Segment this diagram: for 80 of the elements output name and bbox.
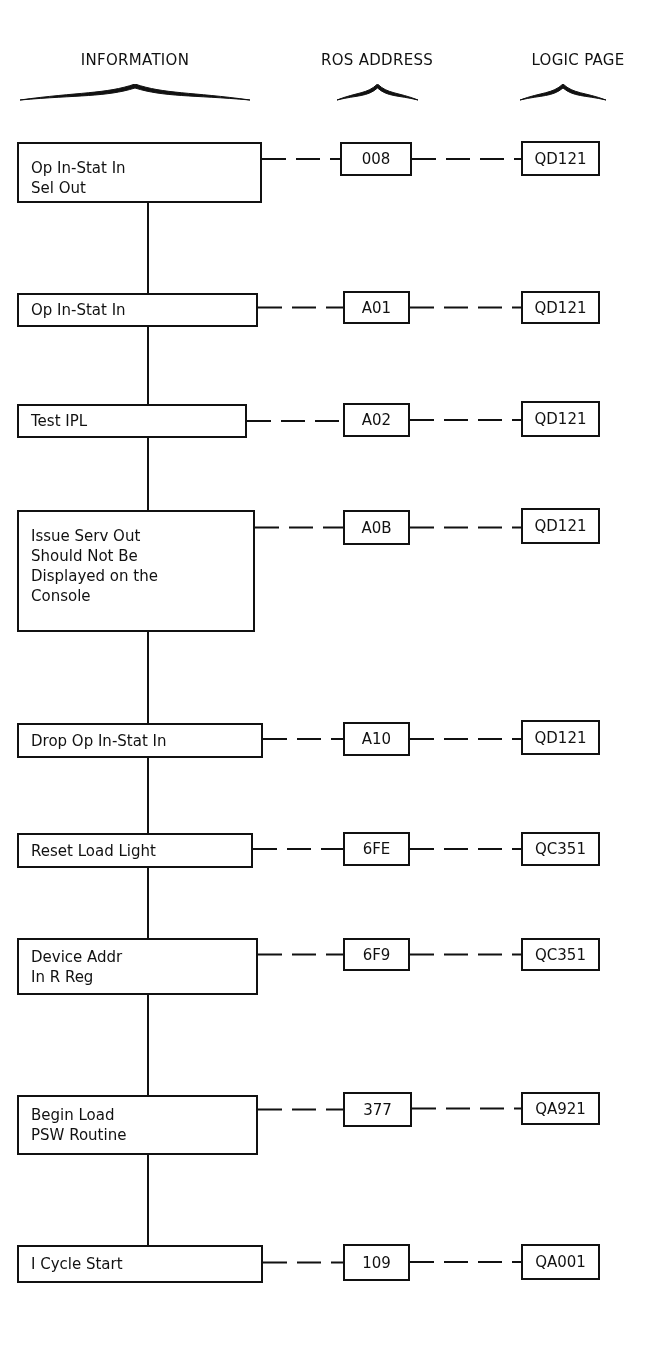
process-box [17, 833, 253, 868]
dashed-connector [409, 848, 522, 850]
box-text: I Cycle Start [31, 1254, 123, 1274]
dashed-connector [257, 1108, 344, 1111]
connector-line [147, 757, 149, 834]
dashed-connector [261, 158, 341, 160]
box-text: QD121 [534, 297, 587, 318]
box-text: 6FE [362, 839, 391, 859]
process-box [17, 510, 255, 632]
connector-line [147, 867, 149, 939]
page-box [521, 832, 600, 866]
box-text: A02 [361, 410, 392, 430]
dashed-connector [409, 1261, 522, 1263]
connector-line [147, 437, 149, 511]
process-box [17, 404, 247, 438]
box-text: QD121 [534, 516, 587, 536]
dashed-connector [252, 848, 344, 850]
box-text: 6F9 [362, 944, 391, 965]
box-text: Issue Serv Out Should Not Be Displayed on the Console [31, 526, 159, 606]
page-box [521, 938, 600, 971]
box-text: A10 [361, 729, 392, 749]
page-box [521, 508, 600, 544]
box-text: A01 [361, 297, 392, 318]
address-box [340, 142, 412, 176]
box-text: Device Addr In R Reg [31, 946, 124, 987]
box-text: QC351 [535, 944, 586, 965]
dashed-connector [409, 526, 522, 529]
dashed-connector [257, 306, 344, 309]
page-box [521, 401, 600, 437]
address-box [343, 1092, 412, 1127]
dashed-connector [262, 1261, 344, 1264]
dashed-connector [409, 306, 522, 309]
box-text: Op In-Stat In Sel Out [31, 158, 127, 198]
page-box [521, 1092, 600, 1125]
box-text: QD121 [534, 409, 587, 429]
box-text: Begin Load PSW Routine [31, 1105, 128, 1145]
box-text: Test IPL [31, 411, 88, 431]
process-box [17, 142, 262, 203]
box-text: 377 [363, 1099, 392, 1120]
process-box [17, 938, 258, 995]
connector-line [147, 631, 149, 724]
page-box [521, 291, 600, 324]
box-text: QD121 [534, 148, 587, 169]
box-text: Drop Op In-Stat In [31, 730, 167, 751]
page-box [521, 141, 600, 176]
address-box [343, 722, 410, 756]
box-text: QA921 [535, 1098, 586, 1119]
dashed-connector [409, 419, 522, 421]
dashed-connector [411, 1107, 522, 1110]
process-box [17, 1245, 263, 1283]
address-box [343, 510, 410, 545]
connector-line [147, 326, 149, 405]
address-box [343, 291, 410, 324]
box-text: QD121 [534, 727, 587, 748]
dashed-connector [409, 953, 522, 956]
address-box [343, 832, 410, 866]
address-box [343, 1244, 410, 1281]
box-text: A0B [361, 517, 392, 538]
box-text: QA001 [535, 1252, 586, 1272]
address-box [343, 938, 410, 971]
connector-line [147, 202, 149, 294]
connector-line [147, 1154, 149, 1246]
box-text: Op In-Stat In [31, 300, 126, 320]
connector-line [147, 994, 149, 1096]
process-box [17, 723, 263, 758]
page-box [521, 1244, 600, 1280]
dashed-connector [254, 526, 344, 529]
box-text: Reset Load Light [31, 840, 156, 861]
address-box [343, 403, 410, 437]
dashed-connector [409, 738, 522, 740]
dashed-connector [257, 953, 344, 956]
box-text: 109 [362, 1252, 391, 1273]
column-heading: INFORMATION [20, 50, 250, 101]
dashed-connector [262, 738, 344, 740]
process-box [17, 1095, 258, 1155]
box-text: 008 [361, 149, 391, 169]
page-box [521, 720, 600, 755]
dashed-connector [411, 158, 522, 160]
box-text: QC351 [535, 839, 586, 859]
process-box [17, 293, 258, 327]
